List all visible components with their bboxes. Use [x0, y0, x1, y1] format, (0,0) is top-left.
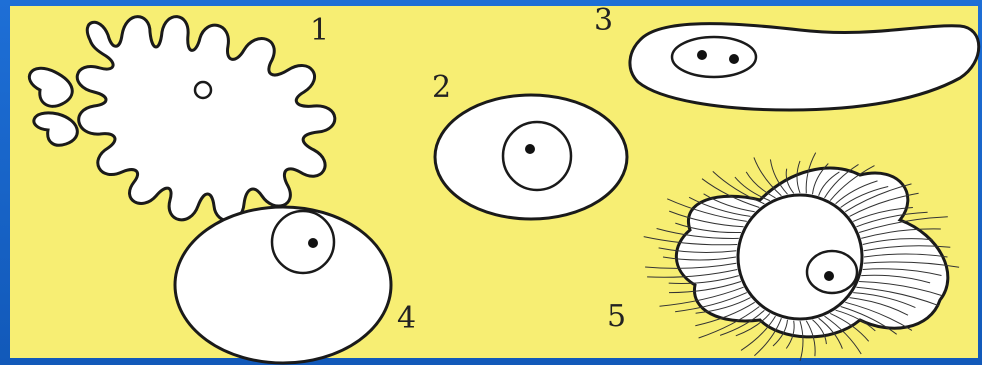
- label-4: 4: [397, 304, 416, 334]
- label-5: 5: [607, 302, 626, 332]
- label-2: 2: [432, 73, 451, 103]
- cell-3-drawing: [630, 24, 979, 110]
- cell-5-drawing: [644, 153, 959, 361]
- label-1: 1: [310, 16, 329, 46]
- cell-1-drawing: [29, 17, 334, 221]
- label-3: 3: [594, 6, 613, 36]
- cell-2-drawing: [435, 95, 627, 219]
- cell-4-drawing: [175, 207, 391, 363]
